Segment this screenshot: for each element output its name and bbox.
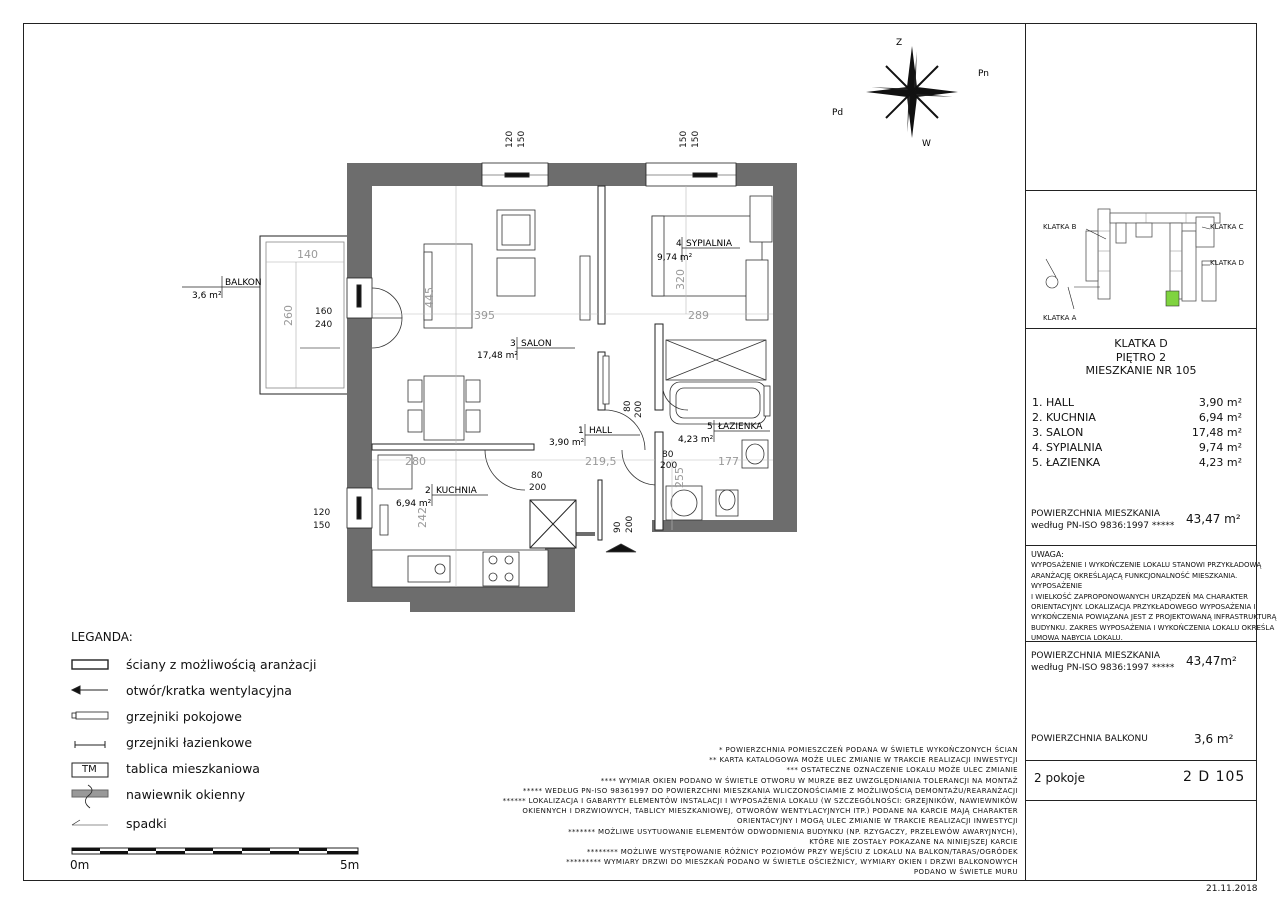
outer-walls [347,163,797,612]
room-1-num: 1 [578,426,584,436]
legend-item-radiator: grzejniki pokojowe [126,709,242,724]
room-3-name: SALON [521,339,552,349]
compass-rose [866,46,958,138]
dim-salon445: 445 [423,287,436,308]
keyplan-label-b: KLATKA B [1043,223,1077,231]
compass-s: W [922,139,931,149]
dim-bal260: 260 [282,305,295,326]
doors [371,287,689,553]
dim-d80b: 80 [531,471,543,481]
apartment-highlight [1165,290,1180,307]
scale-bar [71,847,359,855]
dim-syp320: 320 [674,269,687,290]
room-3-area: 17,48 m² [477,351,518,361]
balkon-area: 3,6 m² [192,291,222,301]
dim-h280: 280 [405,455,426,468]
dim-d200a: 200 [634,401,644,418]
legend-item-walls: ściany z możliwością aranżacji [126,657,317,672]
header-apartment: MIESZKANIE NR 105 [1085,364,1197,377]
dim-door240: 240 [315,320,332,330]
balcony-area-value: 3,6 m² [1194,732,1234,746]
apartment-header: KLATKA D PIĘTRO 2 MIESZKANIE NR 105 [1025,337,1257,378]
room-labels: 4 SYPIALNIA 9,74 m² 3 SALON 17,48 m² 1 H… [182,237,770,509]
header-floor: PIĘTRO 2 [1115,350,1167,364]
dim-d200b: 200 [529,483,546,493]
dimension-texts: 120 150 150 150 140 260 160 240 445 395 … [282,131,739,533]
dim-k242: 242 [416,507,429,528]
balkon-name: BALKON [225,278,262,288]
dim-door160: 160 [315,307,332,317]
legend-title: LEGANDA: [71,630,133,644]
dim-d200c: 200 [660,461,677,471]
room-5-name: ŁAZIENKA [717,422,763,432]
header-staircase: KLATKA D [1114,337,1168,350]
total-area-value-2: 43,47m² [1186,654,1237,668]
compass-n: Z [896,38,902,48]
room-2-num: 2 [425,486,431,496]
total-area-label-2: POWIERZCHNIA MIESZKANIA według PN-ISO 98… [1031,651,1175,673]
dim-win2a: 150 [679,131,689,148]
total-area-label: POWIERZCHNIA MIESZKANIA według PN-ISO 98… [1031,509,1175,531]
room-4-area: 9,74 m² [657,253,693,263]
floor-plan: Z Pn W Pd [70,38,989,855]
dim-bal140: 140 [297,248,318,261]
dim-d80c: 80 [662,450,674,460]
dim-salon395: 395 [474,309,495,322]
dim-d200d: 200 [625,516,635,533]
scale-start: 0m [70,858,90,872]
legend-item-slopes: spadki [126,816,167,831]
dim-win2b: 150 [691,131,701,148]
dim-syp289: 289 [688,309,709,322]
date-stamp: 21.11.2018 [1206,884,1258,894]
balcony-area-label: POWIERZCHNIA BALKONU [1031,734,1148,744]
apartment-code: 2 D 105 [1183,769,1246,785]
dim-h177: 177 [718,455,739,468]
keyplan-label-a: KLATKA A [1043,314,1077,322]
dim-k120: 120 [313,508,330,518]
keyplan-label-d: KLATKA D [1210,259,1245,267]
rooms-count: 2 pokoje [1034,771,1085,785]
dim-h255: 255 [673,467,686,488]
compass-w: Pd [832,108,843,118]
key-plan [1045,208,1221,310]
keyplan-label-c: KLATKA C [1210,223,1244,231]
room-3-num: 3 [510,339,516,349]
dim-d90: 90 [613,521,623,533]
legend-item-panel: tablica mieszkaniowa [126,761,260,776]
dim-win1a: 120 [505,131,515,148]
room-2-area: 6,94 m² [396,499,432,509]
legend-item-trickle-vent: nawiewnik okienny [126,787,246,802]
compass-e: Pn [978,69,989,79]
room-2-name: KUCHNIA [436,486,478,496]
dimension-lines [372,186,773,587]
legend-tm-label: TM [82,764,97,775]
windows [346,162,737,529]
legend-symbols [70,659,109,826]
dim-d80a: 80 [623,400,633,412]
notice-block: UWAGA: WYPOSAŻENIE I WYKOŃCZENIE LOKALU … [1031,550,1277,643]
room-5-area: 4,23 m² [678,435,714,445]
scale-end: 5m [340,858,360,872]
dim-win1b: 150 [517,131,527,148]
room-4-name: SYPIALNIA [686,239,733,249]
info-sidebar [1025,23,1257,881]
footnotes: * POWIERZCHNIA POMIESZCZEŃ PODANA W ŚWIE… [502,746,1018,877]
room-4-num: 4 [676,239,682,249]
room-1-name: HALL [589,426,612,436]
legend-item-vent: otwór/kratka wentylacyjna [126,683,292,698]
drawing-frame [23,23,1257,881]
room-1-area: 3,90 m² [549,438,585,448]
legend-item-bath-radiator: grzejniki łazienkowe [126,735,253,750]
dim-h219: 219,5 [585,455,617,468]
room-5-num: 5 [707,422,713,432]
inner-walls [371,185,664,549]
total-area-value: 43,47 m² [1186,512,1241,526]
dim-k150: 150 [313,521,330,531]
